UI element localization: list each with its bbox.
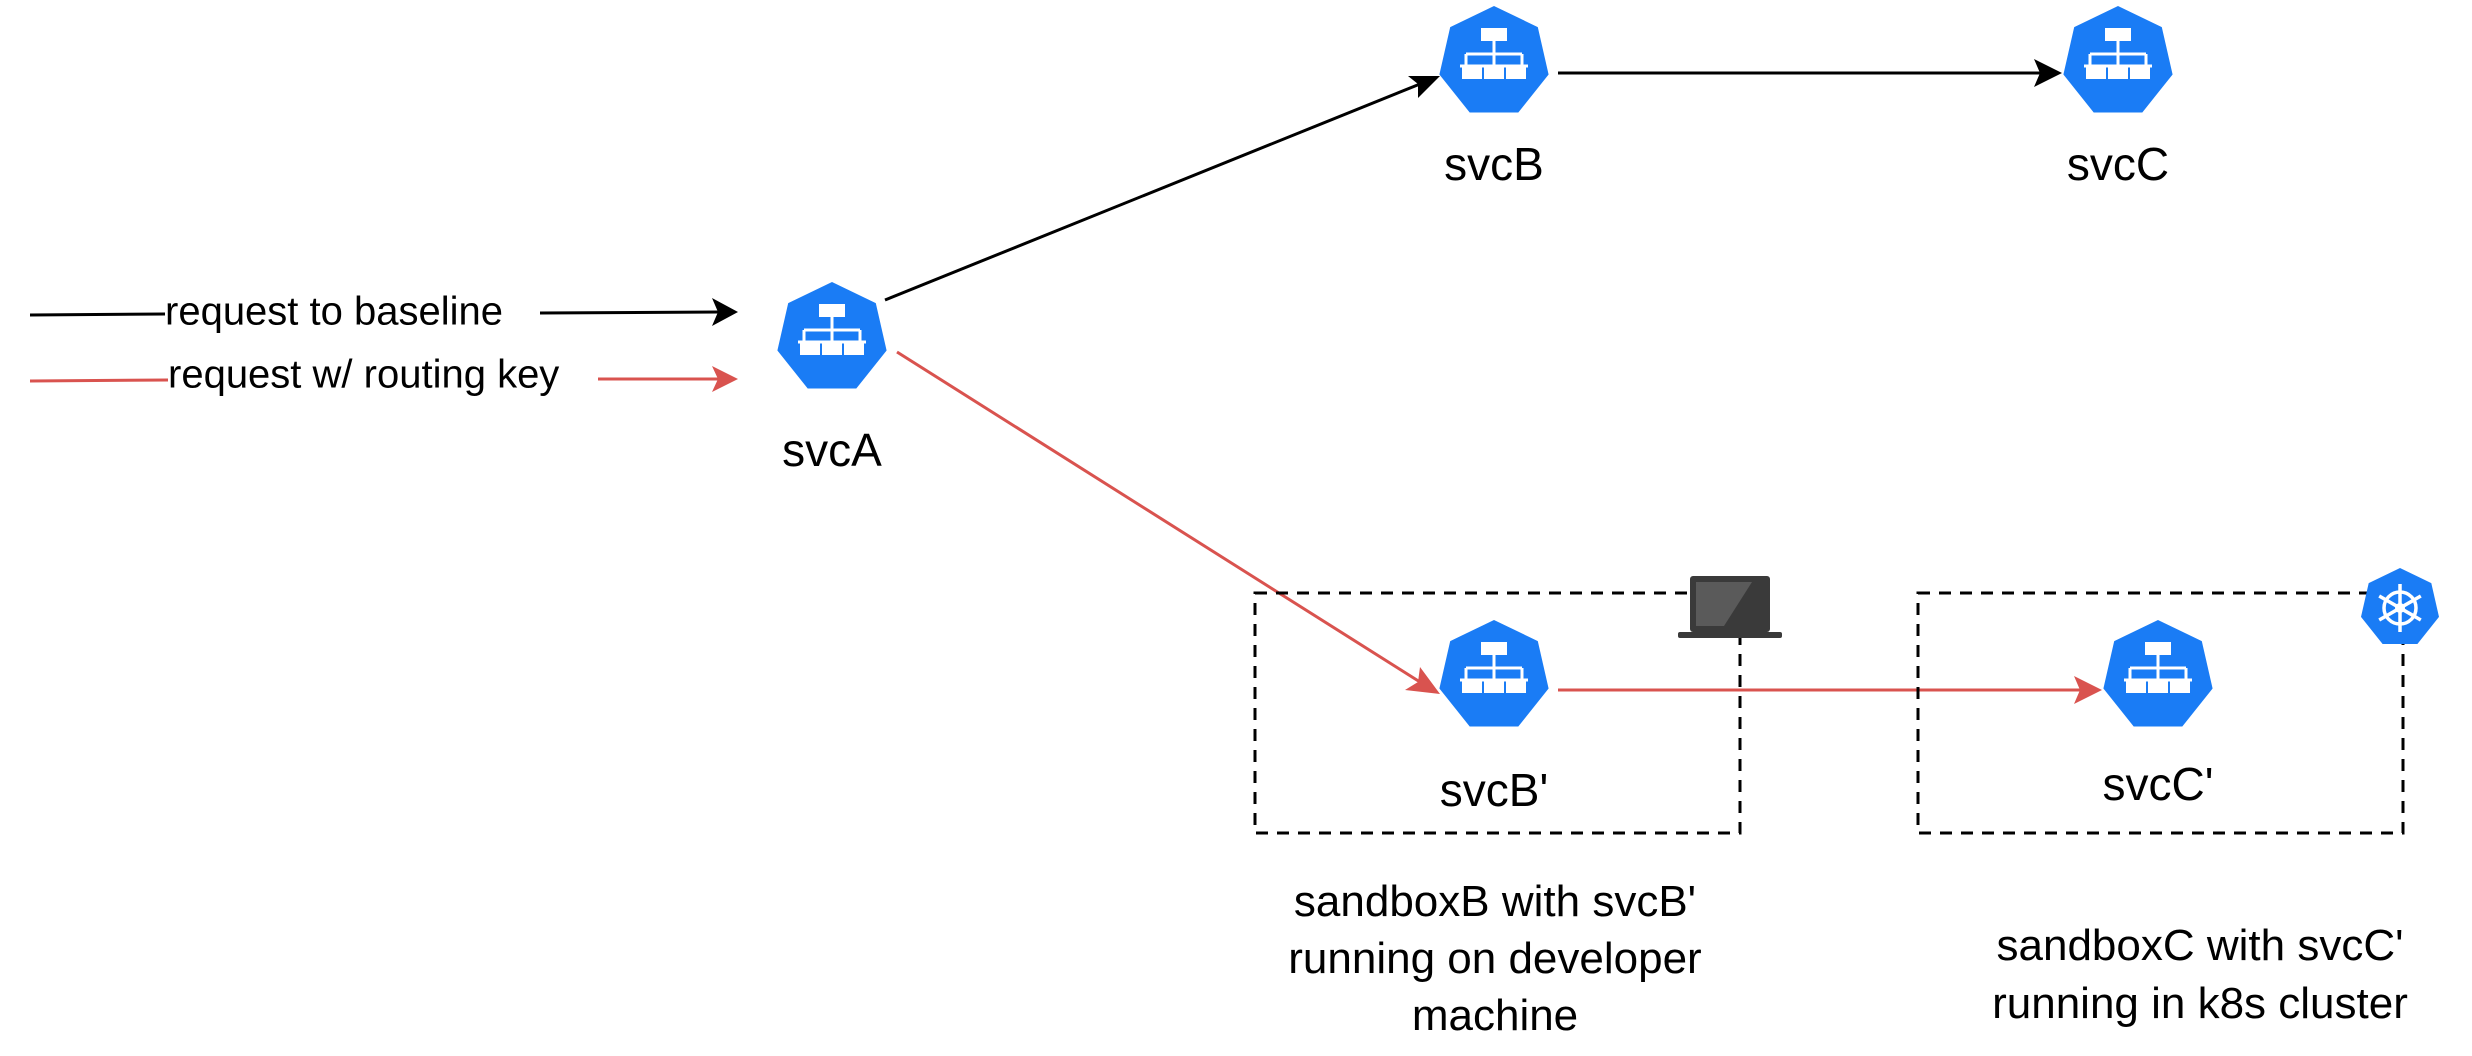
- sandbox-c-caption-line-2: running in k8s cluster: [1992, 979, 2408, 1028]
- node-svcBp: svcB': [1437, 618, 1551, 816]
- kubernetes-wheel-icon: [2361, 568, 2439, 644]
- node-svcA-label: svcA: [782, 424, 882, 476]
- service-icon: [2061, 4, 2175, 114]
- service-icon: [2101, 618, 2215, 728]
- sandbox-b-border: [1253, 591, 1742, 835]
- node-svcCp: svcC': [2101, 618, 2215, 810]
- edge-svcA-svcB: [884, 82, 1421, 302]
- node-svcC-label: svcC: [2067, 138, 2169, 190]
- edge-svcA-svcBp: [896, 350, 1421, 684]
- sandbox-b-caption-line-2: running on developer: [1288, 934, 1701, 983]
- sandbox-b-caption: sandboxB with svcB' running on developer…: [1288, 877, 1701, 1040]
- node-svcBp-label: svcB': [1440, 764, 1548, 816]
- sandbox-b-caption-line-3: machine: [1412, 991, 1578, 1040]
- legend-routing-label: request w/ routing key: [168, 353, 559, 397]
- service-icon: [1437, 618, 1551, 728]
- service-icon: [1437, 4, 1551, 114]
- sandbox-c: sandboxC with svcC' running in k8s clust…: [1916, 568, 2439, 1028]
- service-icon: [775, 280, 889, 390]
- legend: request to baseline request w/ routing k…: [29, 290, 738, 397]
- node-svcC: svcC: [2061, 4, 2175, 190]
- sandbox-b: sandboxB with svcB' running on developer…: [1253, 576, 1782, 1040]
- edge-svcB-svcC-arrowhead: [2034, 59, 2062, 87]
- legend-baseline: request to baseline: [29, 290, 738, 334]
- legend-routing: request w/ routing key: [29, 353, 738, 397]
- sandbox-c-caption-line-1: sandboxC with svcC': [1997, 921, 2404, 970]
- legend-routing-arrowhead: [712, 366, 738, 392]
- edge-svcA-svcB-arrowhead: [1408, 76, 1440, 98]
- node-svcCp-label: svcC': [2102, 758, 2213, 810]
- edge-svcBp-svcCp-arrowhead: [2074, 676, 2102, 704]
- laptop-icon: [1678, 576, 1782, 638]
- sandbox-c-border: [1916, 591, 2405, 835]
- edges: [884, 59, 2102, 704]
- edge-svcA-svcBp-arrowhead: [1405, 667, 1440, 694]
- legend-baseline-label: request to baseline: [165, 290, 503, 334]
- node-svcA: svcA: [775, 280, 889, 476]
- node-svcB: svcB: [1437, 4, 1551, 190]
- node-svcB-label: svcB: [1444, 138, 1544, 190]
- legend-baseline-arrowhead: [712, 298, 738, 326]
- sandbox-b-caption-line-1: sandboxB with svcB': [1294, 877, 1696, 926]
- sandbox-c-caption: sandboxC with svcC' running in k8s clust…: [1992, 921, 2408, 1028]
